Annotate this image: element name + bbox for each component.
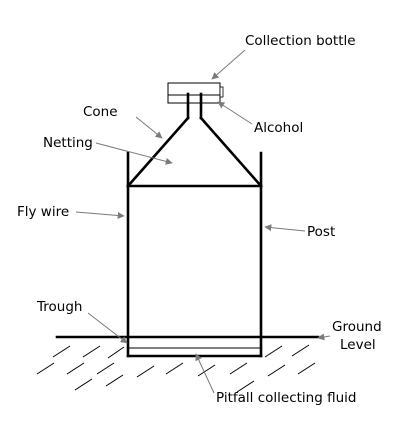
label-post: Post — [307, 224, 335, 240]
ground-and-trough — [55, 335, 320, 358]
arrow-ground-level — [317, 333, 331, 341]
arrow-fly-wire — [75, 211, 125, 219]
arrow-cone — [135, 116, 163, 139]
label-fly-wire: Fly wire — [17, 204, 69, 220]
arrow-trough — [87, 312, 128, 344]
label-pitfall-fluid: Pitfall collecting fluid — [216, 390, 356, 406]
label-ground-level-line2: Level — [340, 337, 376, 353]
trap-frame — [126, 151, 263, 358]
label-alcohol: Alcohol — [254, 120, 303, 136]
label-ground-level-line1: Ground — [332, 319, 382, 335]
label-netting: Netting — [43, 135, 93, 151]
label-collection-bottle: Collection bottle — [245, 33, 356, 49]
leader-arrows — [75, 49, 331, 394]
label-trough: Trough — [36, 299, 82, 315]
collection-bottle — [167, 82, 224, 104]
labels: Collection bottle Cone Alcohol Netting F… — [17, 33, 382, 406]
label-cone: Cone — [83, 104, 118, 120]
soil-hatching — [36, 344, 316, 393]
arrow-collection-bottle — [211, 49, 246, 80]
arrow-alcohol — [217, 101, 253, 125]
arrow-netting — [95, 142, 173, 165]
arrow-post — [264, 224, 306, 232]
arrow-pitfall-fluid — [195, 353, 215, 394]
cone — [126, 92, 263, 188]
